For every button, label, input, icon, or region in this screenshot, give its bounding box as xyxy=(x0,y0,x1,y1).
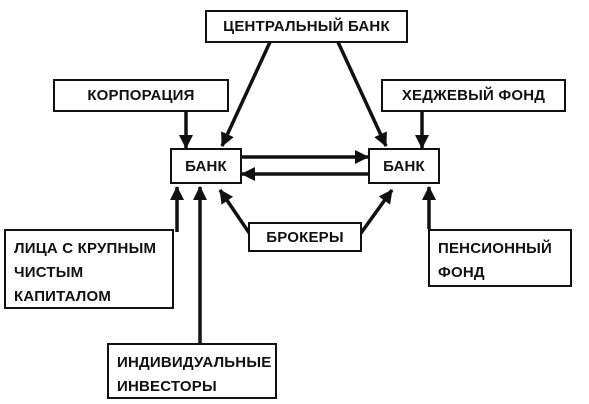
node-corporation: КОРПОРАЦИЯ xyxy=(53,79,229,112)
arrow-central-to-bank-right xyxy=(336,41,388,147)
arrow-central-to-bank-left xyxy=(220,41,272,147)
node-bank-right: БАНК xyxy=(368,148,440,184)
node-retail-investors: ИНДИВИДУАЛЬНЫЕ ИНВЕСТОРЫ xyxy=(107,343,277,399)
node-central-bank: ЦЕНТРАЛЬНЫЙ БАНК xyxy=(205,10,408,43)
node-pension-fund: ПЕНСИОННЫЙ ФОНД xyxy=(428,229,572,287)
arrow-brokers-to-bank-right xyxy=(354,188,394,242)
node-hnwi: ЛИЦА С КРУПНЫМ ЧИСТЫМ КАПИТАЛОМ xyxy=(4,229,174,309)
node-bank-left: БАНК xyxy=(170,148,242,184)
node-brokers: БРОКЕРЫ xyxy=(248,222,362,252)
node-hedge-fund: ХЕДЖЕВЫЙ ФОНД xyxy=(381,79,566,112)
